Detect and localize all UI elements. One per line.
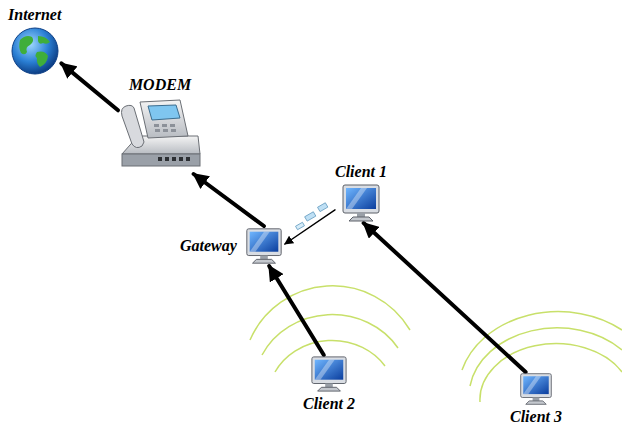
gateway-node: Gateway — [180, 226, 285, 266]
device-icon — [10, 26, 60, 76]
connector-arrow — [194, 174, 264, 226]
device-icon — [339, 183, 383, 223]
connector-arrow — [364, 223, 526, 372]
node-label: MODEM — [129, 76, 191, 94]
client-node: Client 3 — [510, 372, 562, 426]
device-icon — [118, 96, 202, 174]
connector-arrow — [285, 210, 335, 244]
device-icon — [516, 372, 556, 406]
client-node: Client 2 — [303, 355, 355, 413]
connector-arrow — [61, 63, 118, 110]
client-node: Client 1 — [335, 163, 387, 223]
node-label: Client 3 — [510, 408, 562, 426]
internet-node: Internet — [8, 6, 61, 76]
node-label: Internet — [8, 6, 61, 24]
modem-node: MODEM — [118, 76, 202, 174]
node-label: Gateway — [180, 237, 237, 255]
device-icon — [243, 226, 285, 266]
node-label: Client 2 — [303, 395, 355, 413]
node-label: Client 1 — [335, 163, 387, 181]
device-icon — [308, 355, 350, 393]
connector-arrow — [269, 266, 324, 355]
